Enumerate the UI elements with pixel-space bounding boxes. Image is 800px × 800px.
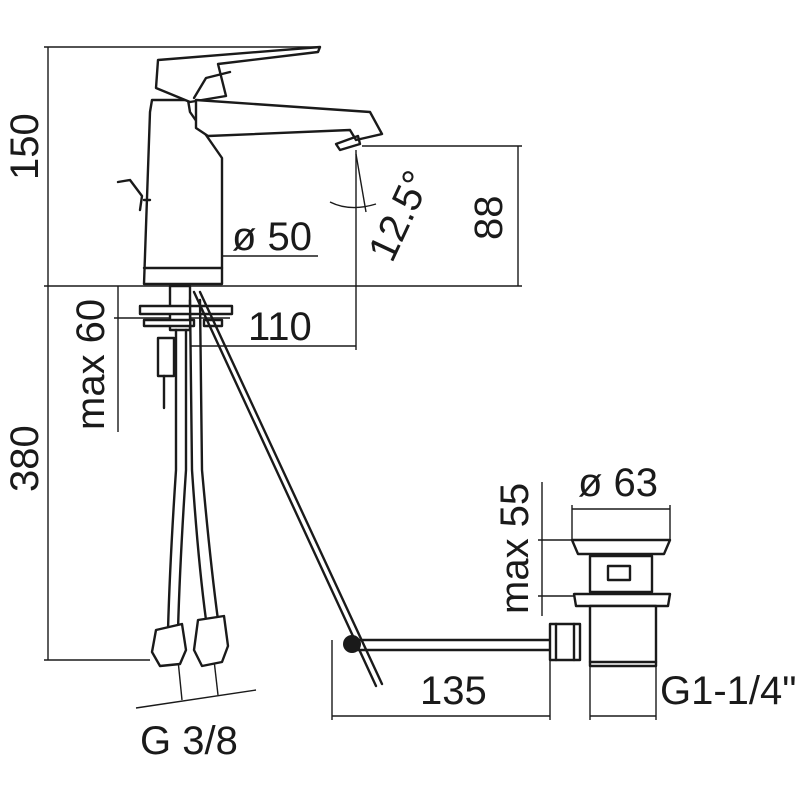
under-deck (138, 284, 562, 688)
waste-assembly (548, 538, 672, 668)
label-waste-thread: G1-1/4" (660, 669, 796, 713)
label-max-deck: max 60 (69, 299, 113, 430)
label-hose-length: 380 (3, 425, 47, 492)
label-spout-angle: 12.5° (360, 164, 440, 268)
label-height-total: 150 (3, 113, 47, 180)
label-diameter-body: ø 50 (232, 215, 312, 259)
faucet (116, 45, 384, 286)
label-waste-max: max 55 (493, 483, 537, 614)
label-waste-diameter: ø 63 (578, 461, 658, 505)
label-spout-height: 88 (467, 196, 511, 241)
dimension-lines (44, 46, 671, 720)
label-spout-reach: 110 (248, 305, 312, 349)
dimension-labels: 150 88 ø 50 110 12.5° max 60 380 G 3/8 ø… (3, 113, 796, 763)
label-hose-thread: G 3/8 (140, 719, 238, 763)
label-waste-reach: 135 (420, 669, 487, 713)
